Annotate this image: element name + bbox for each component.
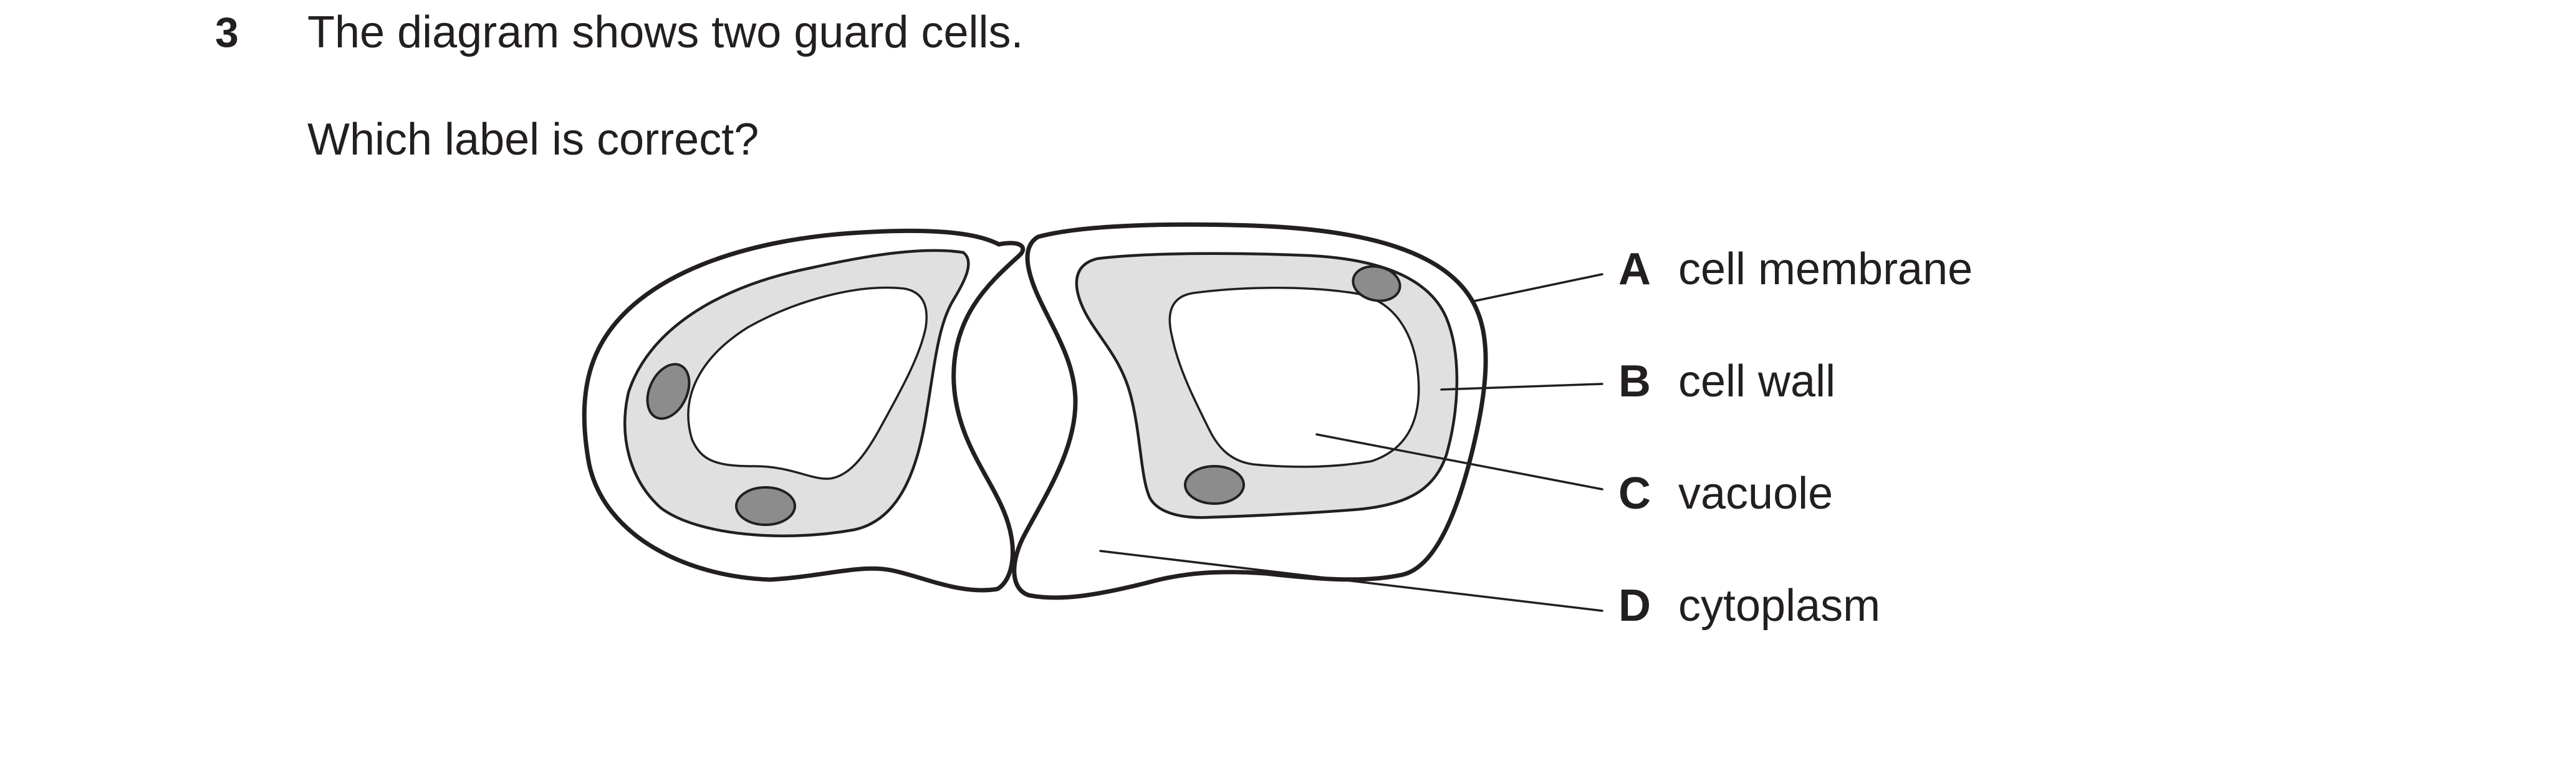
option-a-text: cell membrane [1678,244,1973,294]
option-b-letter: B [1618,357,1651,406]
label-line-c [1315,433,1603,491]
left-chloroplast-1 [646,363,691,420]
option-c-letter: C [1618,469,1651,519]
label-line-b [1440,383,1603,391]
question-number: 3 [215,9,239,56]
right-guard-cell-wall [1012,222,1488,600]
left-guard-cell-wall [582,228,1026,593]
left-chloroplast-2 [735,486,796,526]
question-prompt: Which label is correct? [307,115,759,165]
question-stem: The diagram shows two guard cells. [307,7,1024,57]
option-c-text: vacuole [1678,469,1833,519]
right-chloroplast-1 [1352,265,1401,302]
label-line-a [1473,273,1603,302]
option-d-text: cytoplasm [1678,581,1881,631]
left-guard-cell-vacuole [687,286,928,480]
label-line-d [1099,550,1603,612]
right-chloroplast-2 [1184,465,1245,505]
option-d-letter: D [1618,581,1651,631]
option-b-text: cell wall [1678,357,1836,406]
option-a-letter: A [1618,244,1651,294]
right-guard-cell-vacuole [1168,286,1420,468]
